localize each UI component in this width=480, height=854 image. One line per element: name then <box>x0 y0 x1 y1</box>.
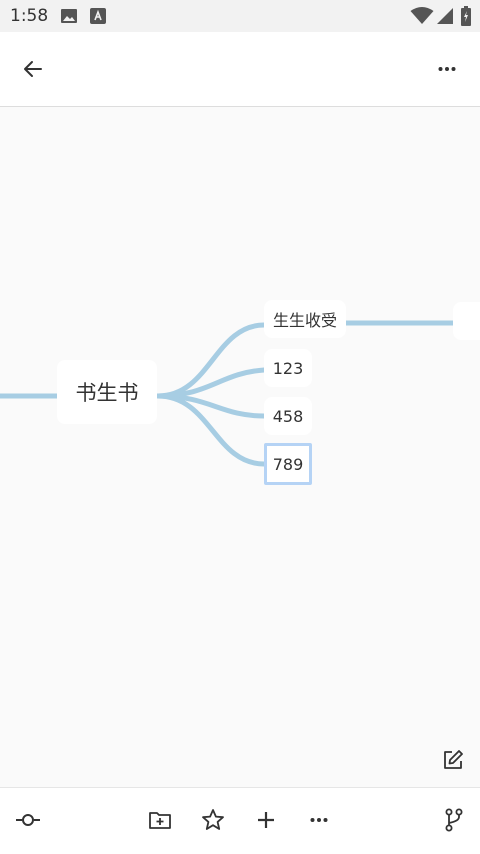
status-time: 1:58 <box>10 6 49 26</box>
branch-icon <box>445 808 463 832</box>
signal-icon <box>436 7 454 29</box>
child-node-label: 123 <box>272 358 304 378</box>
back-button[interactable] <box>14 50 52 88</box>
collapse-node-button[interactable] <box>10 802 46 838</box>
branch-button[interactable] <box>436 802 472 838</box>
branch-to-child-4 <box>155 393 267 467</box>
star-icon <box>202 809 224 830</box>
favorite-button[interactable] <box>195 802 231 838</box>
more-tools-button[interactable] <box>301 802 337 838</box>
folder-add-icon <box>149 812 171 829</box>
mindmap-child-node[interactable]: 生生收受 <box>264 300 346 338</box>
root-node-label: 书生书 <box>75 381 139 405</box>
more-horizontal-icon <box>310 818 328 822</box>
edit-icon <box>444 750 463 769</box>
collapse-node-icon <box>16 814 40 826</box>
child-node-label: 458 <box>272 406 304 426</box>
add-node-button[interactable] <box>248 802 284 838</box>
more-options-button[interactable] <box>428 50 466 88</box>
add-folder-button[interactable] <box>142 802 178 838</box>
back-arrow-icon <box>24 61 42 77</box>
image-icon <box>60 8 78 28</box>
battery-icon <box>461 6 471 30</box>
child-node-label: 789 <box>272 454 304 474</box>
mindmap-branches <box>0 320 456 467</box>
mindmap-child-node[interactable]: 458 <box>264 397 312 435</box>
app-bar <box>0 32 480 107</box>
add-icon <box>258 812 274 828</box>
mindmap-child-node[interactable]: 123 <box>264 349 312 387</box>
font-a-icon <box>90 8 106 28</box>
edit-button[interactable] <box>438 745 468 775</box>
status-bar: 1:58 <box>0 0 480 32</box>
wifi-icon <box>410 7 434 29</box>
mindmap-child-node-selected[interactable]: 789 <box>264 443 312 485</box>
mindmap-canvas[interactable]: 书生书 生生收受 123 458 789 <box>0 107 480 787</box>
bottom-toolbar <box>0 787 480 854</box>
child-node-label: 生生收受 <box>272 311 337 330</box>
more-horizontal-icon <box>438 67 456 71</box>
mindmap-root-node[interactable]: 书生书 <box>57 360 157 424</box>
mindmap-grandchild-node[interactable] <box>453 302 480 340</box>
